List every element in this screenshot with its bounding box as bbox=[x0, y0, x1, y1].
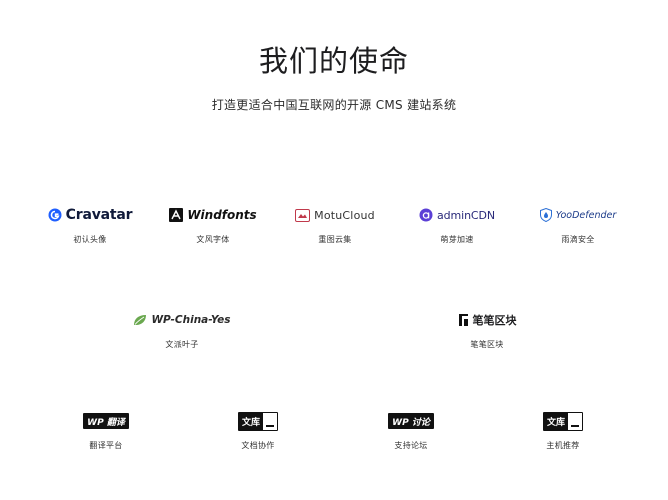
product-translate-platform[interactable]: WP 翻译 翻译平台 bbox=[46, 410, 166, 451]
logo-text: adminCDN bbox=[436, 208, 496, 222]
windfonts-logo: Windfonts bbox=[153, 204, 273, 226]
product-motucloud[interactable]: MotuCloud 重图云集 bbox=[275, 204, 395, 245]
product-caption: 文风字体 bbox=[196, 235, 230, 244]
hosting-logo-icon: 文库 bbox=[542, 411, 583, 431]
product-docs-collab[interactable]: 文库 文档协作 bbox=[198, 410, 318, 451]
product-cravatar[interactable]: Cravatar 初认头像 bbox=[30, 204, 150, 245]
motucloud-logo-icon bbox=[295, 208, 311, 222]
product-admincdn[interactable]: adminCDN 萌芽加速 bbox=[397, 204, 517, 245]
leaf-icon bbox=[134, 315, 147, 325]
logo-text: Windfonts bbox=[187, 208, 257, 222]
forum-logo-icon: WP 讨论 bbox=[388, 413, 434, 429]
product-support-forum[interactable]: WP 讨论 支持论坛 bbox=[351, 410, 471, 451]
translate-logo-icon: WP 翻译 bbox=[83, 413, 129, 429]
product-windfonts[interactable]: Windfonts 文风字体 bbox=[153, 204, 273, 245]
product-caption: 雨滴安全 bbox=[561, 235, 595, 244]
product-caption: 翻译平台 bbox=[89, 441, 123, 450]
docs-logo: 文库 bbox=[198, 410, 318, 432]
product-caption: 支持论坛 bbox=[394, 441, 428, 450]
product-wp-china-yes[interactable]: WP-China-Yes 文派叶子 bbox=[122, 309, 242, 350]
product-caption: 萌芽加速 bbox=[440, 235, 474, 244]
product-caption: 重图云集 bbox=[318, 235, 352, 244]
product-caption: 笔笔区块 bbox=[470, 340, 504, 349]
docs-logo-icon: 文库 bbox=[237, 411, 278, 431]
product-caption: 主机推荐 bbox=[546, 441, 580, 450]
yoodefender-logo: YooDefender bbox=[518, 204, 638, 226]
page-subtitle: 打造更适合中国互联网的开源 CMS 建站系统 bbox=[211, 98, 457, 112]
wp-china-yes-logo: WP-China-Yes bbox=[122, 309, 242, 331]
logo-text: 笔笔区块 bbox=[472, 314, 517, 327]
admincdn-logo: adminCDN bbox=[397, 204, 517, 226]
product-hosting-recommend[interactable]: 文库 主机推荐 bbox=[503, 410, 623, 451]
bibi-block-logo: 笔笔区块 bbox=[427, 309, 547, 331]
page-title: 我们的使命 bbox=[258, 44, 409, 78]
logo-text: YooDefender bbox=[555, 209, 617, 221]
admincdn-logo-icon bbox=[419, 208, 433, 222]
product-caption: 文档协作 bbox=[241, 441, 275, 450]
cravatar-logo: Cravatar bbox=[30, 204, 150, 226]
forum-logo: WP 讨论 bbox=[351, 410, 471, 432]
windfonts-logo-icon bbox=[169, 208, 184, 222]
logo-text: MotuCloud bbox=[314, 208, 375, 222]
logo-text: Cravatar bbox=[65, 207, 133, 223]
cravatar-logo-icon bbox=[48, 208, 62, 222]
logo-text: WP-China-Yes bbox=[151, 314, 231, 326]
hosting-logo: 文库 bbox=[503, 410, 623, 432]
product-yoodefender[interactable]: YooDefender 雨滴安全 bbox=[518, 204, 638, 245]
motucloud-logo: MotuCloud bbox=[275, 204, 395, 226]
shield-icon bbox=[539, 208, 552, 222]
product-bibi-block[interactable]: 笔笔区块 笔笔区块 bbox=[427, 309, 547, 350]
product-caption: 文派叶子 bbox=[165, 340, 199, 349]
translate-logo: WP 翻译 bbox=[46, 410, 166, 432]
block-logo-icon bbox=[458, 314, 468, 326]
product-caption: 初认头像 bbox=[73, 235, 107, 244]
